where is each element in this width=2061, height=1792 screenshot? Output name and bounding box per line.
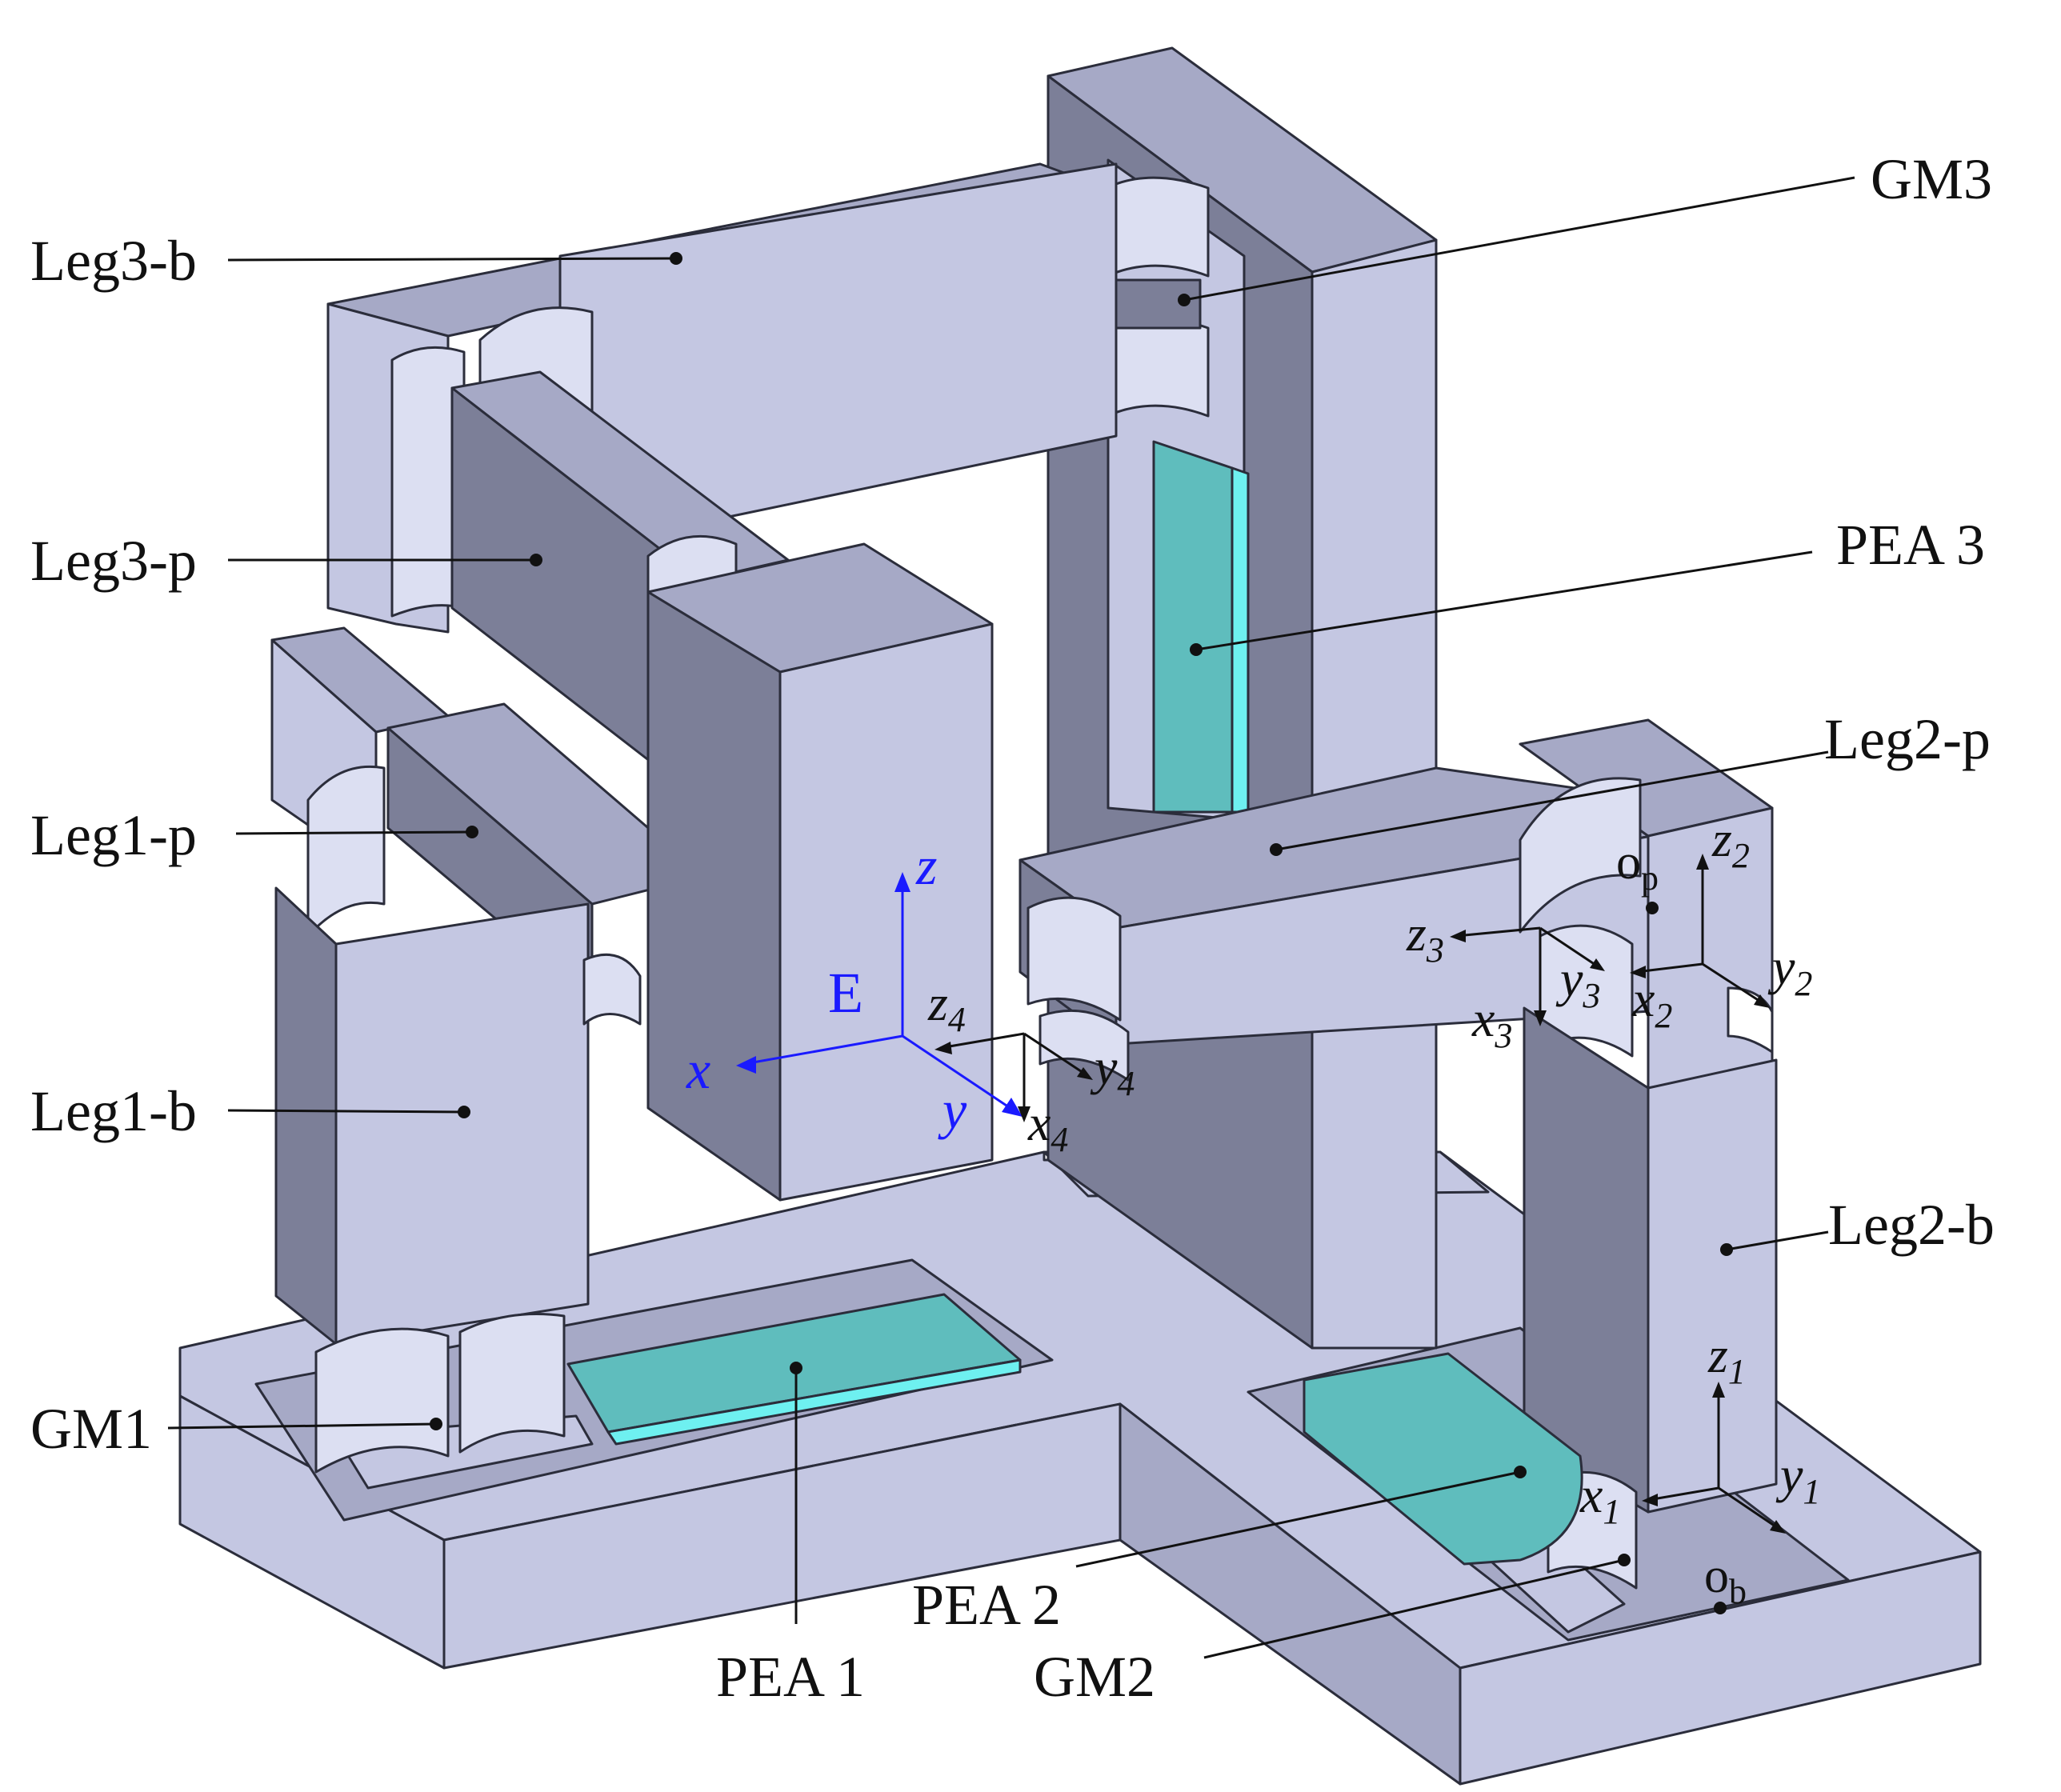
frame3-y: y3 xyxy=(1555,950,1600,1015)
frame2-x: x2 xyxy=(1631,970,1672,1035)
end-effector-block xyxy=(646,542,994,1202)
frame2-z: z2 xyxy=(1711,810,1750,875)
label-gm2: GM2 xyxy=(1034,1645,1155,1709)
frame1-y: y1 xyxy=(1775,1446,1820,1511)
label-leg2-p: Leg2-p xyxy=(1824,707,1991,771)
frame4-y: y4 xyxy=(1090,1038,1135,1103)
frame-e-name: E xyxy=(828,961,863,1025)
label-gm3: GM3 xyxy=(1871,147,1992,211)
frame-e-z: z xyxy=(915,835,937,896)
leg3-p xyxy=(450,370,790,802)
frame2-y: y2 xyxy=(1767,938,1812,1003)
label-leg3-b: Leg3-b xyxy=(30,229,197,293)
leg3-b xyxy=(326,162,1118,634)
label-leg1-b: Leg1-b xyxy=(30,1079,197,1143)
origin-ob: ob xyxy=(1704,1549,1747,1611)
frame4-z: z4 xyxy=(927,974,966,1039)
frame1-z: z1 xyxy=(1707,1326,1746,1391)
frame-e-y: y xyxy=(938,1079,967,1140)
frame4-x: x4 xyxy=(1027,1094,1068,1159)
frame-e: E z x y xyxy=(686,835,1022,1140)
label-leg1-p: Leg1-p xyxy=(30,803,197,867)
frame1-x: x1 xyxy=(1579,1466,1620,1531)
frame-e-x: x xyxy=(686,1039,710,1100)
origin-op: op xyxy=(1616,835,1659,898)
label-pea1: PEA 1 xyxy=(716,1645,865,1709)
frame3-x: x3 xyxy=(1471,990,1512,1055)
leg1 xyxy=(270,626,706,1474)
label-gm1: GM1 xyxy=(30,1397,152,1461)
leg2-p xyxy=(1018,718,1774,1090)
component-labels: Leg3-b Leg3-p Leg1-p Leg1-b GM1 GM3 PEA … xyxy=(30,147,1995,1709)
pea-actuators xyxy=(566,1293,1583,1566)
label-pea2: PEA 2 xyxy=(912,1573,1061,1637)
local-frames: z4 y4 x4 z3 y3 x3 z2 y2 x2 z1 y1 x1 op o… xyxy=(927,810,1820,1614)
label-pea3: PEA 3 xyxy=(1836,513,1985,577)
label-leg2-b: Leg2-b xyxy=(1828,1193,1995,1257)
leader-lines xyxy=(167,176,1855,1659)
label-leg3-p: Leg3-p xyxy=(30,529,197,593)
frame3-z: z3 xyxy=(1406,905,1444,970)
leg2-b xyxy=(1523,1006,1778,1590)
